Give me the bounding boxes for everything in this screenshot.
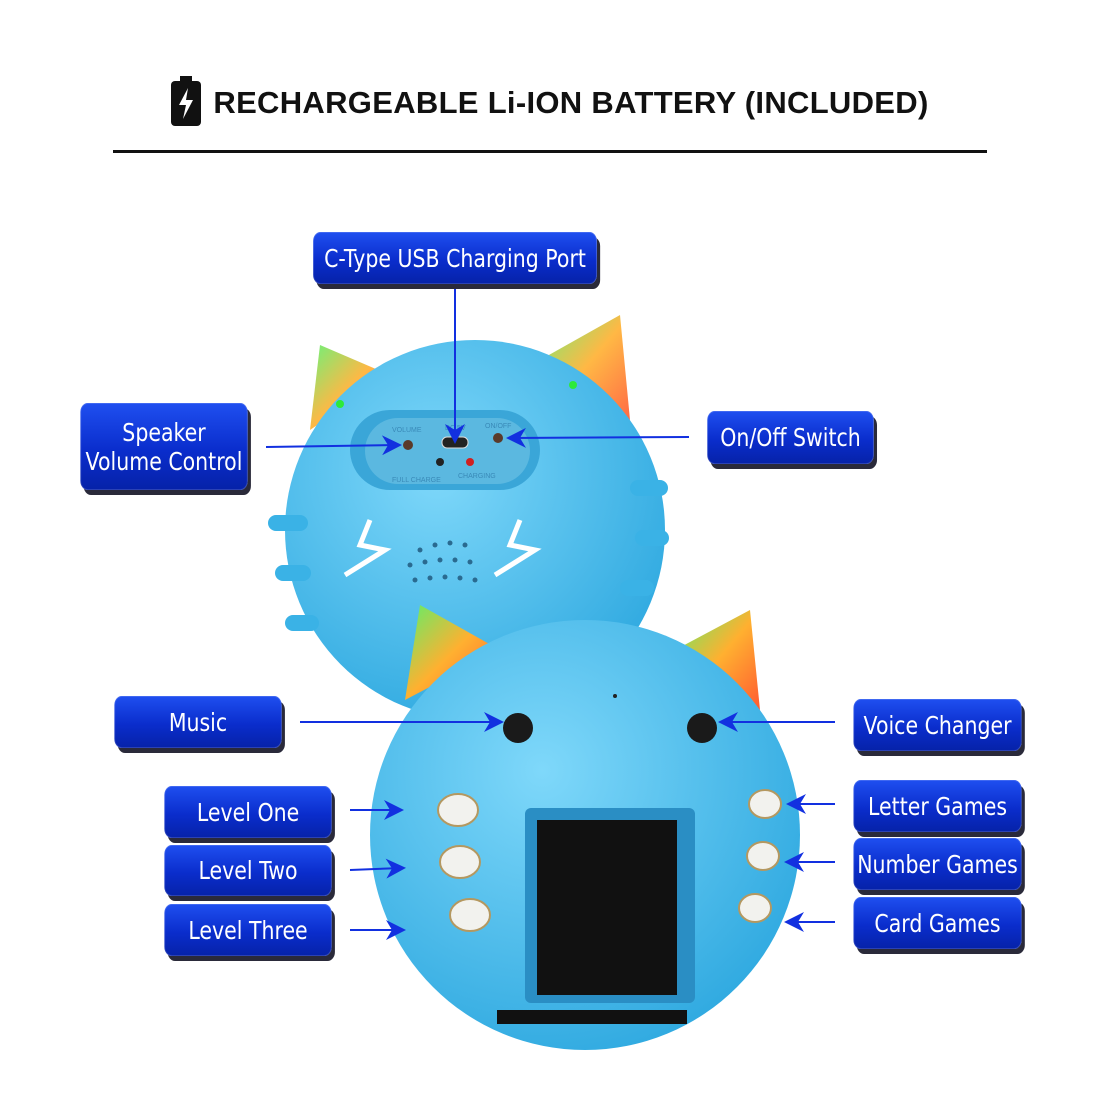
callout-arrows bbox=[265, 284, 835, 940]
svg-text:FULL CHARGE: FULL CHARGE bbox=[392, 477, 441, 484]
page-title: RECHARGEABLE Li-ION BATTERY (INCLUDED) bbox=[0, 76, 1100, 134]
label-letter-games: Letter Games bbox=[853, 780, 1022, 832]
device-front bbox=[370, 605, 800, 1050]
svg-text:VOLUME: VOLUME bbox=[392, 427, 422, 434]
label-level-three: Level Three bbox=[164, 904, 332, 956]
label-music: Music bbox=[114, 696, 282, 748]
divider bbox=[113, 150, 987, 153]
label-on-off-switch: On/Off Switch bbox=[707, 411, 874, 464]
svg-text:ON/OFF: ON/OFF bbox=[485, 423, 511, 430]
label-voice-changer: Voice Changer bbox=[853, 699, 1022, 751]
battery-charging-icon bbox=[171, 76, 202, 134]
label-level-two: Level Two bbox=[164, 845, 332, 896]
label-level-one: Level One bbox=[164, 786, 332, 838]
label-number-games: Number Games bbox=[853, 838, 1022, 890]
title-text: RECHARGEABLE Li-ION BATTERY (INCLUDED) bbox=[213, 85, 929, 121]
svg-text:CHARGING: CHARGING bbox=[458, 473, 496, 480]
label-usb-port: C-Type USB Charging Port bbox=[313, 232, 597, 284]
label-card-games: Card Games bbox=[853, 897, 1022, 949]
